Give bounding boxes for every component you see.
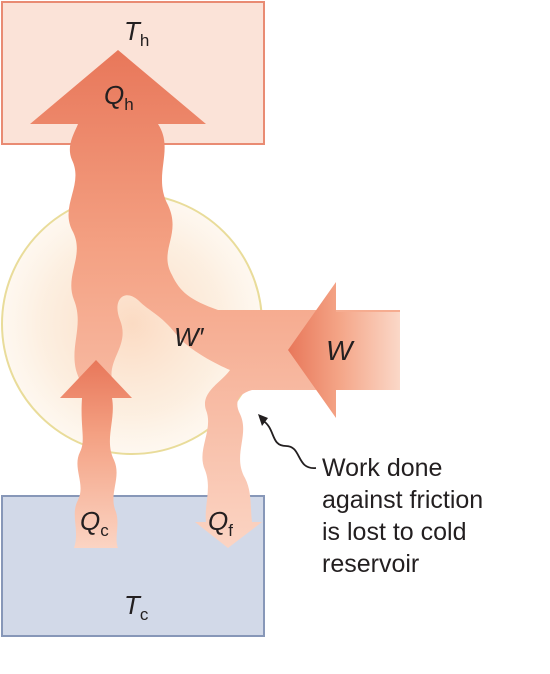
heat-flow-cold-arrow bbox=[60, 360, 132, 548]
annotation-pointer bbox=[261, 419, 317, 469]
work-prime-label: W′ bbox=[174, 322, 205, 352]
heat-hot-label: Qh bbox=[104, 80, 134, 114]
annotation-line-1: Work done bbox=[322, 454, 442, 482]
annotation-arrowhead bbox=[258, 414, 268, 426]
annotation-line-4: reservoir bbox=[322, 550, 419, 578]
annotation-line-2: against friction bbox=[322, 486, 483, 514]
heat-cold-label: Qc bbox=[80, 506, 109, 540]
work-arrow bbox=[288, 282, 400, 418]
annotation-line-3: is lost to cold bbox=[322, 518, 467, 546]
heat-friction-label: Qf bbox=[208, 506, 233, 540]
hot-reservoir-label: Th bbox=[124, 16, 149, 50]
heat-flow-hot-arrow bbox=[30, 50, 400, 548]
cold-reservoir-label: Tc bbox=[124, 590, 149, 624]
work-label: W bbox=[326, 335, 355, 366]
